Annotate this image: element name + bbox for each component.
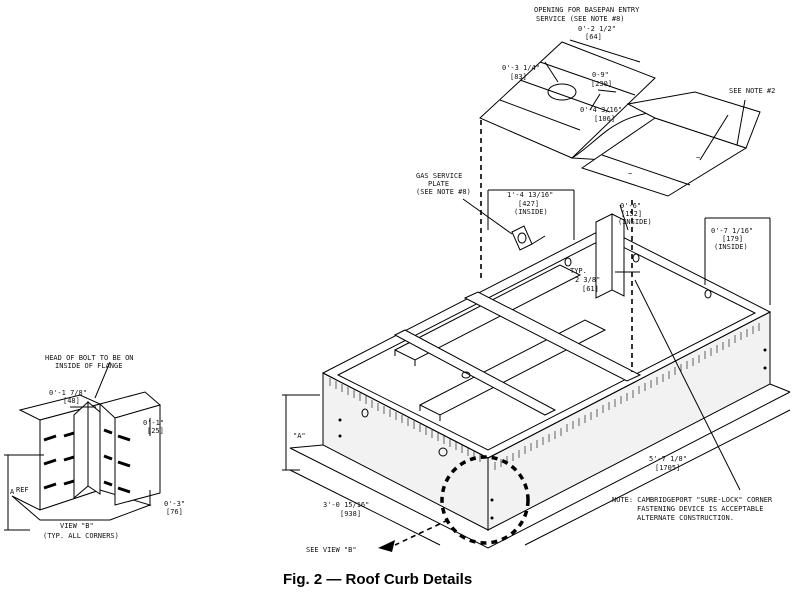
projection-lines — [480, 120, 633, 372]
label-dim-6-in: (INSIDE) — [618, 218, 652, 226]
label-typ: TYP. — [570, 267, 587, 275]
label-view-b: VIEW "B" — [60, 522, 94, 530]
label-dim-4-3-mm: [106] — [594, 115, 615, 123]
label-dim-2-5-mm: [64] — [585, 33, 602, 41]
label-dim-7-mm: [179] — [722, 235, 743, 243]
label-opening-1: OPENING FOR BASEPAN ENTRY — [534, 6, 640, 14]
label-dim-1: 0'-1" — [143, 419, 164, 427]
label-dim-9-mm: [230] — [591, 80, 612, 88]
label-dim-1-mm: [25] — [147, 427, 164, 435]
dimension-labels: OPENING FOR BASEPAN ENTRY SERVICE (SEE N… — [10, 6, 775, 554]
roof-curb-frame — [289, 213, 791, 549]
label-dim-7: 0'-7 1/16" — [711, 227, 753, 235]
label-gas-2: PLATE — [428, 180, 449, 188]
label-dim-1-4-mm: [427] — [518, 200, 539, 208]
label-dim-6-mm: [152] — [621, 210, 642, 218]
label-see-note-2: SEE NOTE #2 — [729, 87, 775, 95]
label-dim-2-3-mm: [61] — [582, 285, 599, 293]
label-bolt-2: INSIDE OF FLANGE — [55, 362, 122, 370]
label-note-2: FASTENING DEVICE IS ACCEPTABLE — [637, 505, 763, 513]
figure-caption: Fig. 2 — Roof Curb Details — [283, 571, 472, 588]
label-a-ref-ref: REF — [16, 486, 29, 494]
label-dim-5-7: 5'-7 1/8" — [649, 455, 687, 463]
label-dim-9: 0-9" — [592, 71, 609, 79]
view-b-detail — [4, 361, 162, 531]
label-dim-4-3: 0'-4 3/16" — [580, 106, 622, 114]
label-typ-corners: (TYP. ALL CORNERS) — [43, 532, 119, 540]
label-dim-3-25-mm: [83] — [510, 73, 527, 81]
arrow-left-icon — [378, 540, 395, 552]
label-see-view-b: SEE VIEW "B" — [306, 546, 357, 554]
label-dim-2-3: 2 3/8" — [575, 276, 600, 284]
label-note-3: ALTERNATE CONSTRUCTION. — [637, 514, 734, 522]
label-dim-7-in: (INSIDE) — [714, 243, 748, 251]
label-dim-2-5: 0'-2 1/2" — [578, 25, 616, 33]
label-dim-1-4: 1'-4 13/16" — [507, 191, 553, 199]
dimension-lines — [282, 39, 791, 546]
svg-text:~: ~ — [696, 154, 700, 162]
label-dim-3-25: 0'-3 1/4" — [502, 64, 540, 72]
label-dim-a: "A" — [293, 432, 306, 440]
label-opening-2: SERVICE (SEE NOTE #8) — [536, 15, 625, 23]
label-dim-1-4-in: (INSIDE) — [514, 208, 548, 216]
label-dim-5-7-mm: [1705] — [655, 464, 680, 472]
label-dim-3-mm: [76] — [166, 508, 183, 516]
label-gas-3: (SEE NOTE #8) — [416, 188, 471, 196]
insulation-hatching — [329, 323, 760, 470]
label-dim-3-0-mm: [938] — [340, 510, 361, 518]
view-b-callout-circle — [440, 455, 530, 545]
svg-text:~: ~ — [628, 170, 632, 178]
label-dim-1-7: 0'-1 7/8" — [49, 389, 87, 397]
label-dim-1-7-mm: [48] — [63, 397, 80, 405]
unit-basepan: ~ ~ — [479, 41, 761, 197]
label-dim-3: 0'-3" — [164, 500, 185, 508]
label-a-ref-a: A — [10, 488, 15, 496]
label-note-1: NOTE: CAMBRIDGEPORT "SURE-LOCK" CORNER — [612, 496, 773, 504]
label-dim-3-0: 3'-0 15/16" — [323, 501, 369, 509]
label-dim-6: 0'-6" — [620, 202, 641, 210]
label-bolt-1: HEAD OF BOLT TO BE ON — [45, 354, 134, 362]
gas-service-plate — [511, 225, 546, 251]
label-gas-1: GAS SERVICE — [416, 172, 462, 180]
